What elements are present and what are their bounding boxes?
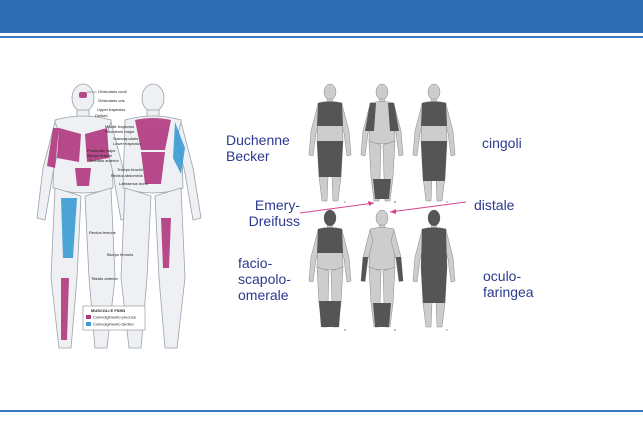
label-orbicularis-oculi: Orbicularis oculi [98, 89, 127, 94]
label-deltoid: Deltoid [95, 113, 107, 118]
label-emery-dreifuss: Emery- Dreifuss [248, 197, 300, 229]
label-upper-trapezius: Upper trapezius [97, 107, 125, 112]
label-oculo-faringea: oculo- faringea [483, 268, 534, 300]
label-tibialis-anterior: Tibialis anterior [91, 276, 119, 281]
panel-letter-d: D [344, 328, 347, 332]
header-divider [0, 36, 643, 38]
panel-letter-e: E [394, 328, 396, 332]
label-lower-trapezius: Lower trapezius [113, 141, 141, 146]
label-serratus-anterior: Serratus anterior [89, 158, 119, 163]
panel-letter-f: F [446, 328, 448, 332]
label-latissimus-dorsi: Latissimus dorsi [119, 181, 148, 186]
muscle-labels: Orbicularis oculi Orbicularis oris Upper… [87, 89, 148, 281]
svg-text:Coinvolgimento tardivo: Coinvolgimento tardivo [93, 322, 134, 327]
footer-divider [0, 410, 643, 412]
svg-text:MUSCOLI E FSHD: MUSCOLI E FSHD [91, 308, 125, 313]
label-middle-trapezius: Middle trapezius [105, 124, 134, 129]
label-triceps-brachii: Triceps brachii [117, 167, 143, 172]
label-distale: distale [474, 197, 515, 213]
label-biceps-brachii: Biceps brachii [87, 153, 112, 158]
dystrophy-silhouettes-figure: A B C D E F [308, 83, 456, 332]
label-cingoli: cingoli [482, 135, 522, 151]
label-rhomboid-major: Rhomboid major [105, 129, 135, 134]
label-duchenne-becker: Duchenne Becker [226, 132, 290, 164]
label-orbicularis-oris: Orbicularis oris [98, 98, 125, 103]
svg-text:Coinvolgimento precoce: Coinvolgimento precoce [93, 315, 137, 320]
anatomy-legend: MUSCOLI E FSHD Coinvolgimento precoce Co… [82, 305, 146, 331]
label-pectoralis-major: Pectoralis major [87, 148, 116, 153]
panel-letter-a: A [344, 200, 346, 204]
label-rectus-abdominis: Rectus abdominis [111, 173, 143, 178]
muscle-anatomy-illustration: Orbicularis oculi Orbicularis oris Upper… [36, 83, 202, 349]
panel-letter-b: B [394, 200, 396, 204]
panel-letter-c: C [446, 200, 449, 204]
header-bar [0, 0, 643, 33]
label-biceps-femoris: Biceps femoris [107, 252, 133, 257]
label-rectus-femoris: Rectus femoris [89, 230, 116, 235]
label-facio-scapolo-omerale: facio- scapolo- omerale [238, 255, 291, 303]
label-subscapularis: Subscapularis [113, 136, 138, 141]
